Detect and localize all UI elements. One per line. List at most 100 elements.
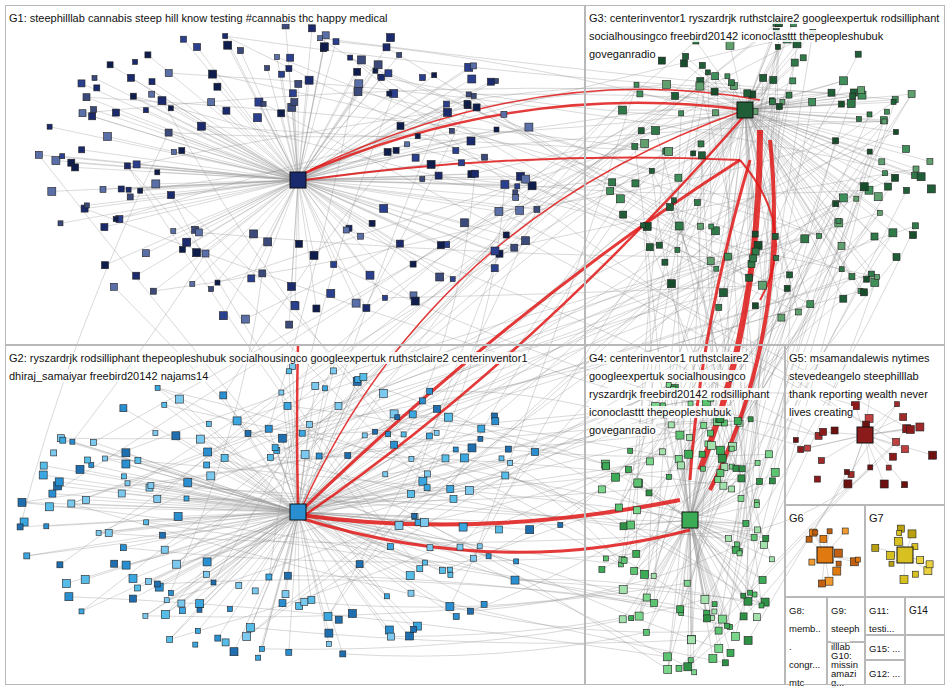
graph-edge bbox=[177, 110, 623, 564]
vertex-icon bbox=[193, 249, 201, 257]
vertex-icon bbox=[278, 434, 286, 442]
vertex-icon bbox=[871, 233, 878, 240]
vertex-icon bbox=[715, 627, 722, 634]
vertex-icon bbox=[68, 500, 75, 507]
vertex-icon bbox=[82, 496, 89, 503]
vertex-icon bbox=[362, 433, 367, 438]
vertex-icon bbox=[737, 551, 742, 556]
vertex-icon bbox=[886, 465, 891, 470]
vertex-icon bbox=[895, 402, 900, 407]
graph-edge bbox=[170, 186, 532, 640]
vertex-icon bbox=[844, 480, 852, 488]
graph-edge bbox=[145, 583, 687, 617]
vertex-icon bbox=[306, 421, 312, 427]
vertex-icon bbox=[871, 279, 879, 287]
vertex-icon bbox=[609, 179, 616, 186]
vertex-icon bbox=[675, 248, 680, 253]
vertex-icon bbox=[473, 104, 480, 111]
vertex-icon bbox=[122, 460, 130, 468]
vertex-icon bbox=[49, 490, 56, 497]
vertex-icon bbox=[902, 482, 908, 488]
vertex-icon bbox=[658, 57, 665, 64]
group-header: G3: centerinventor1 ryszardrjk ruthstcla… bbox=[586, 6, 944, 64]
vertex-icon bbox=[492, 418, 499, 425]
vertex-icon bbox=[442, 455, 449, 462]
graph-edge bbox=[639, 47, 778, 616]
group-header: G10: amazing... bbox=[828, 643, 864, 688]
heavy-edge bbox=[740, 160, 776, 300]
graph-edge bbox=[298, 180, 447, 245]
vertex-icon bbox=[719, 289, 727, 297]
vertex-icon bbox=[761, 541, 768, 548]
graph-edge bbox=[157, 580, 654, 603]
vertex-icon bbox=[820, 535, 827, 542]
vertex-icon bbox=[880, 117, 887, 124]
vertex-icon bbox=[406, 572, 414, 580]
graph-edge bbox=[91, 465, 298, 512]
graph-edge bbox=[740, 102, 813, 551]
graph-edge bbox=[319, 291, 860, 456]
vertex-icon bbox=[406, 632, 414, 640]
vertex-icon bbox=[503, 232, 509, 238]
vertex-icon bbox=[698, 152, 705, 159]
graph-edge bbox=[718, 213, 880, 480]
vertex-icon bbox=[259, 270, 266, 277]
vertex-icon bbox=[752, 248, 759, 255]
vertex-icon bbox=[526, 526, 534, 534]
vertex-icon bbox=[813, 530, 818, 535]
graph-edge bbox=[82, 150, 298, 180]
vertex-icon bbox=[834, 549, 842, 557]
graph-edge bbox=[177, 22, 777, 564]
vertex-icon bbox=[739, 466, 745, 472]
vertex-icon bbox=[143, 613, 148, 618]
hub-vertex bbox=[682, 512, 698, 528]
vertex-icon bbox=[287, 54, 294, 61]
vertex-icon bbox=[184, 496, 189, 501]
vertex-icon bbox=[675, 455, 682, 462]
vertex-icon bbox=[744, 90, 751, 97]
vertex-icon bbox=[145, 52, 151, 58]
vertex-icon bbox=[515, 184, 520, 189]
vertex-icon bbox=[301, 451, 309, 459]
vertex-icon bbox=[296, 240, 303, 247]
vertex-icon bbox=[651, 600, 658, 607]
vertex-icon bbox=[893, 438, 900, 445]
vertex-icon bbox=[464, 100, 470, 106]
graph-edge bbox=[165, 85, 636, 615]
vertex-icon bbox=[784, 285, 790, 291]
vertex-icon bbox=[316, 453, 322, 459]
graph-edge bbox=[388, 73, 679, 226]
vertex-icon bbox=[164, 598, 169, 603]
graph-edge bbox=[407, 144, 716, 268]
vertex-icon bbox=[615, 504, 622, 511]
vertex-icon bbox=[55, 478, 63, 486]
vertex-icon bbox=[676, 431, 684, 439]
vertex-icon bbox=[133, 272, 140, 279]
vertex-icon bbox=[247, 624, 255, 632]
vertex-icon bbox=[345, 453, 351, 459]
vertex-icon bbox=[481, 601, 487, 607]
vertex-icon bbox=[24, 553, 30, 559]
vertex-icon bbox=[688, 635, 696, 643]
graph-edge bbox=[671, 39, 788, 394]
vertex-icon bbox=[301, 598, 308, 605]
vertex-icon bbox=[223, 34, 228, 39]
vertex-icon bbox=[194, 44, 201, 51]
vertex-icon bbox=[634, 507, 641, 514]
vertex-icon bbox=[833, 567, 841, 575]
vertex-icon bbox=[48, 187, 56, 195]
vertex-icon bbox=[872, 544, 879, 551]
vertex-icon bbox=[252, 588, 258, 594]
vertex-icon bbox=[820, 428, 827, 435]
vertex-icon bbox=[470, 555, 476, 561]
vertex-icon bbox=[599, 486, 606, 493]
graph-edge bbox=[391, 599, 705, 636]
vertex-icon bbox=[305, 76, 313, 84]
vertex-icon bbox=[487, 78, 494, 85]
vertex-icon bbox=[753, 614, 760, 621]
vertex-icon bbox=[45, 503, 53, 511]
vertex-icon bbox=[446, 603, 454, 611]
vertex-icon bbox=[279, 390, 284, 395]
vertex-icon bbox=[323, 386, 328, 391]
vertex-icon bbox=[233, 417, 241, 425]
